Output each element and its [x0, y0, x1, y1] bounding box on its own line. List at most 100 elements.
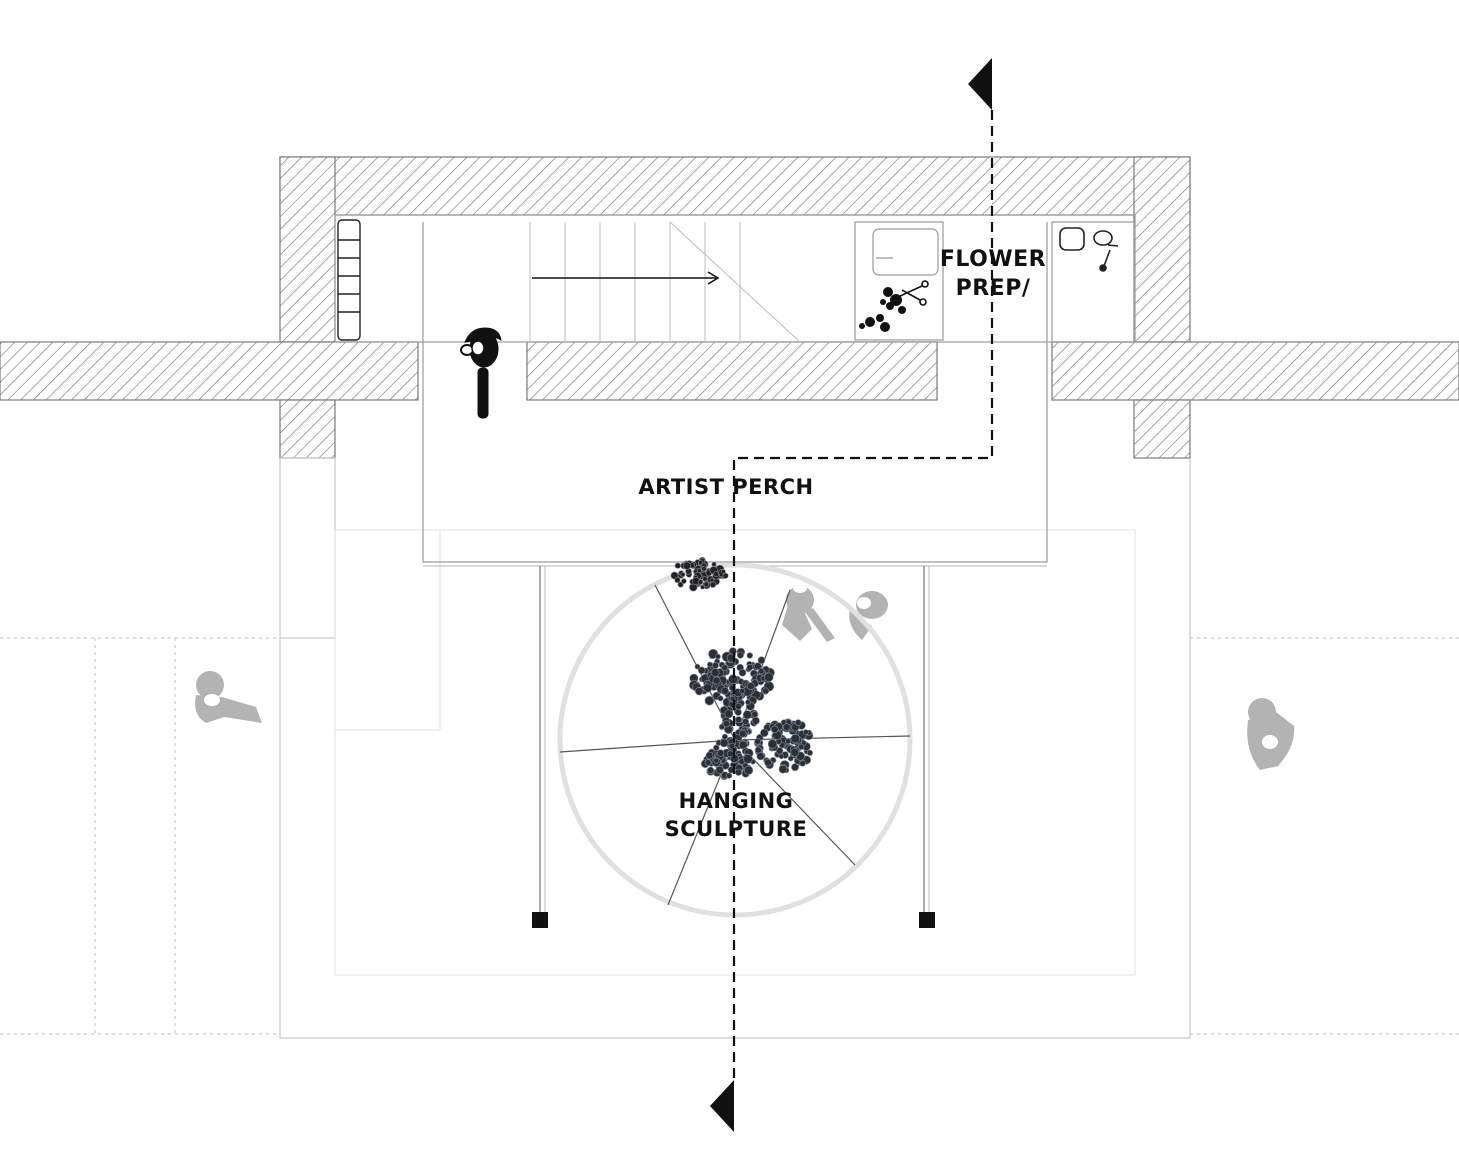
flower-dot: [746, 682, 755, 690]
flower-dot: [742, 710, 753, 720]
flower-dot: [736, 651, 744, 659]
flower-dot: [794, 719, 802, 726]
post-base: [919, 912, 935, 928]
sculpture-mass: [688, 647, 814, 781]
flower-dot: [700, 584, 705, 590]
flower-dot: [713, 571, 719, 577]
flower-dot: [709, 577, 715, 583]
flower-dot: [705, 751, 714, 760]
flower-dot: [698, 560, 704, 566]
sink-icon: [872, 228, 939, 276]
person-figure-icon: [1247, 698, 1295, 770]
flower-dot: [717, 695, 724, 702]
flower-dot: [767, 739, 778, 749]
section-marker-icon: [968, 58, 992, 110]
flower-dot: [715, 653, 721, 660]
flower-prep-label: FLOWER: [940, 247, 1046, 272]
flower-prep-label: PREP/: [956, 276, 1031, 301]
wall-center: [526, 341, 938, 401]
flower-dot: [701, 566, 707, 572]
flower-dot: [764, 672, 774, 682]
flower-dot: [778, 765, 788, 774]
flower-dot: [674, 562, 681, 569]
wall-left-upper: [279, 156, 336, 343]
flower-dot: [722, 572, 729, 579]
flower-dot: [726, 750, 734, 758]
flower-dot: [711, 661, 719, 669]
wall-left-stub: [279, 399, 336, 459]
flower-dot: [703, 683, 713, 693]
flower-dot: [739, 687, 746, 694]
scissors-icon: [899, 280, 929, 306]
flower-dot: [728, 742, 736, 750]
flower-dot: [787, 755, 794, 762]
flower-dot: [798, 743, 805, 751]
flower-dot: [782, 723, 791, 732]
flower-dot: [704, 695, 715, 706]
flower-dot: [754, 746, 762, 754]
flower-dot: [746, 652, 753, 659]
flower-dot: [760, 728, 769, 738]
flower-dot: [702, 576, 708, 582]
flower-dot: [697, 579, 704, 585]
flower-dot: [674, 576, 681, 584]
flower-dot: [757, 656, 766, 665]
flower-dot: [722, 720, 730, 728]
sculpture-supports: [532, 566, 935, 928]
flower-dot: [716, 749, 725, 757]
person-figure-icon: [460, 327, 502, 419]
ghost-visitors: [195, 583, 1295, 770]
hanging-sculpture-label: HANGING: [679, 789, 794, 813]
stair: [529, 221, 801, 343]
person-figure-icon: [849, 591, 888, 640]
post-base: [532, 912, 548, 928]
flower-dot: [754, 662, 762, 670]
flower-dot: [680, 572, 686, 577]
flower-dot: [802, 729, 809, 735]
flower-dot: [790, 733, 801, 744]
flower-dot: [681, 578, 687, 584]
flower-dot: [724, 709, 734, 719]
flower-dot: [799, 759, 807, 767]
person-figure-icon: [195, 671, 262, 723]
flower-dot: [677, 581, 684, 588]
flower-dot: [706, 766, 715, 774]
flower-dot: [775, 747, 784, 755]
section-marker-icon: [710, 1080, 734, 1132]
flower-dot: [806, 749, 814, 756]
flower-cluster-icon: [859, 287, 906, 332]
flower-dot: [707, 661, 713, 668]
artist-perch-label: ARTIST PERCH: [638, 475, 813, 499]
flower-dot: [778, 753, 785, 760]
flower-dot: [785, 738, 791, 745]
flower-dot: [711, 561, 717, 567]
flower-dot: [734, 708, 742, 716]
flower-dot: [745, 699, 751, 706]
flower-dot: [720, 686, 730, 696]
flower-dot: [790, 748, 800, 757]
flower-dot: [715, 765, 724, 775]
flower-dot: [704, 759, 712, 766]
flower-dot: [721, 664, 729, 672]
flower-dot: [751, 716, 760, 725]
section-line: [732, 110, 994, 1080]
flower-cluster-icon: [670, 556, 729, 592]
flower-dot: [770, 725, 779, 734]
person-figure-icon: [782, 583, 835, 642]
flower-dot: [703, 581, 710, 588]
flower-dot: [721, 569, 726, 574]
flower-dot: [735, 716, 743, 723]
flower-dot: [791, 763, 799, 772]
flower-dot: [743, 765, 754, 775]
flower-dot: [762, 687, 770, 695]
flower-dot: [746, 664, 754, 671]
wall-right-upper: [1133, 156, 1191, 343]
hanging-sculpture-label: SCULPTURE: [665, 817, 808, 841]
flower-dot: [758, 667, 765, 675]
flower-dot: [738, 668, 747, 677]
flower-dot: [713, 757, 720, 764]
wall-top: [279, 156, 1191, 216]
flower-dot: [756, 752, 765, 761]
flower-dot: [682, 561, 692, 570]
